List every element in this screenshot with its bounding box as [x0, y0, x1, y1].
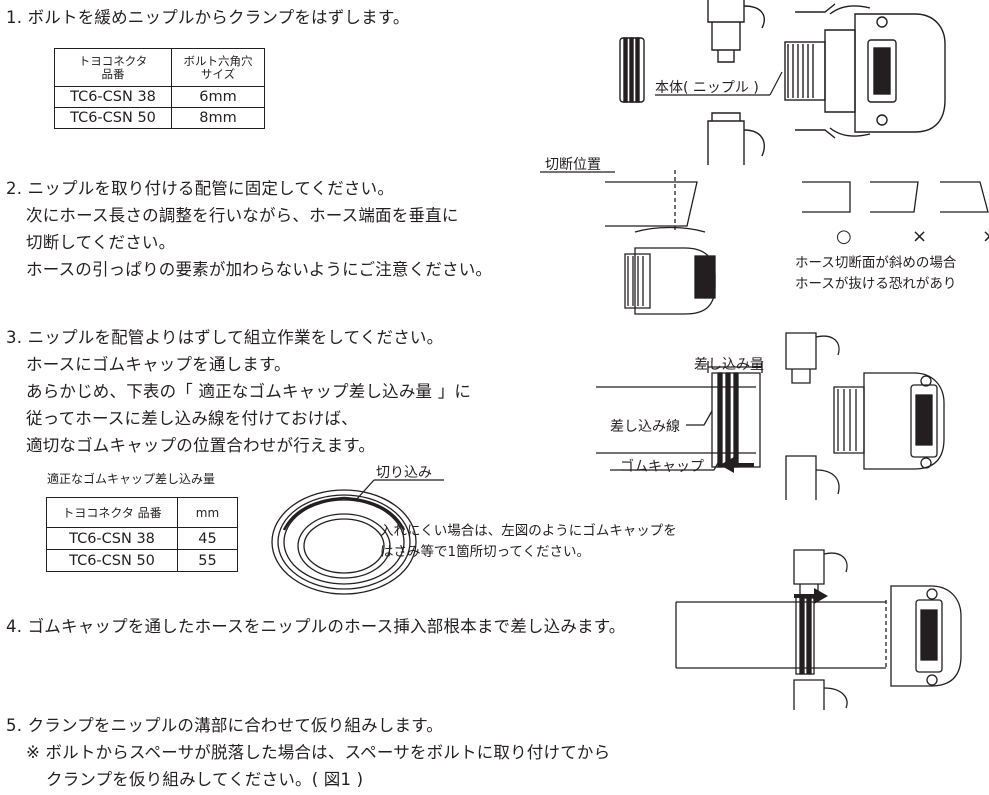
table1-cell: TC6-CSN 50 — [54, 107, 172, 129]
step-2-number: 2. — [6, 179, 23, 198]
step-2-line-1: ニップルを取り付ける配管に固定してください。 — [27, 179, 395, 198]
cut-warning-line-1: ホース切断面が斜めの場合 — [795, 255, 957, 271]
notch-label: 切り込み — [376, 465, 432, 481]
step-2-line-4: ホースの引っぱりの要素が加わらないようにご注意ください。 — [26, 260, 493, 279]
table2-cell: 55 — [177, 549, 238, 572]
step-4: 4. ゴムキャップを通したホースをニップルのホース挿入部根本まで差し込みます。 — [6, 613, 626, 640]
notch-note-line-2: はさみ等で1箇所切ってください。 — [380, 544, 591, 560]
step-3-number: 3. — [6, 328, 23, 347]
table1-cell: 8mm — [171, 107, 265, 129]
step-5-line-2: ※ ボルトからスペーサが脱落した場合は、スペーサをボルトに取り付けてから — [26, 743, 611, 762]
step-4-text: ゴムキャップを通したホースをニップルのホース挿入部根本まで差し込みます。 — [27, 617, 626, 636]
step-3-line-5: 適切なゴムキャップの位置合わせが行えます。 — [26, 436, 376, 455]
step-5-line-3: クランプを仮り組みしてください。( 図1 ) — [46, 770, 364, 789]
table2-cell: 45 — [177, 527, 238, 550]
mark-ok: ○ — [836, 226, 852, 247]
step-3-line-4: 従ってホースに差し込み線を付けておけば、 — [26, 409, 358, 428]
step-3: 3. ニップルを配管よりはずして組立作業をしてください。 ホースにゴムキャップを… — [6, 324, 471, 459]
step-2-line-2: 次にホース長さの調整を行いながら、ホース端面を垂直に — [26, 206, 459, 225]
figure-cut-position — [540, 170, 989, 315]
notch-note: 入れにくい場合は、左図のようにゴムキャップを はさみ等で1箇所切ってください。 — [380, 521, 677, 563]
table1-cell: 6mm — [171, 86, 265, 108]
cut-position-label: 切断位置 — [545, 157, 601, 173]
table2-caption: 適正なゴムキャップ差し込み量 — [47, 472, 216, 486]
step-5-number: 5. — [6, 716, 23, 735]
step-4-number: 4. — [6, 617, 23, 636]
figure-hose-inserted — [675, 549, 962, 710]
table2-cell: TC6-CSN 50 — [46, 549, 178, 572]
step-1-number: 1. — [6, 8, 23, 27]
step-1-text: ボルトを緩めニップルからクランプをはずします。 — [27, 8, 410, 27]
cut-warning-note: ホース切断面が斜めの場合 ホースが抜ける恐れがあり — [795, 253, 956, 295]
step-2: 2. ニップルを取り付ける配管に固定してください。 次にホース長さの調整を行いな… — [6, 175, 492, 283]
table2-cell: TC6-CSN 38 — [46, 527, 178, 550]
rubber-cap-label: ゴムキャップ — [620, 459, 704, 475]
table1-cell: TC6-CSN 38 — [54, 86, 172, 108]
insert-line-label: 差し込み線 — [610, 419, 680, 435]
mark-ng-1: × — [912, 226, 928, 247]
bolt-size-table: トヨコネクタ品番 ボルト六角穴サイズ TC6-CSN 38 6mm TC6-CS… — [54, 48, 265, 129]
table1-header-size: ボルト六角穴サイズ — [171, 48, 265, 87]
step-3-line-3: あらかじめ、下表の「 適正なゴムキャップ差し込み量 」に — [26, 382, 472, 401]
step-1: 1. ボルトを緩めニップルからクランプをはずします。 — [6, 4, 410, 31]
step-3-line-1: ニップルを配管よりはずして組立作業をしてください。 — [27, 328, 444, 347]
insert-amount-label: 差し込み量 — [694, 357, 764, 373]
step-3-line-2: ホースにゴムキャップを通します。 — [26, 355, 291, 374]
table1-header-model: トヨコネクタ品番 — [54, 48, 172, 87]
step-5: 5. クランプをニップルの溝部に合わせて仮り組みします。 ※ ボルトからスペーサ… — [6, 712, 610, 793]
step-5-line-1: クランプをニップルの溝部に合わせて仮り組みします。 — [27, 716, 443, 735]
cut-warning-line-2: ホースが抜ける恐れがあり — [795, 276, 957, 292]
table2-header-mm: mm — [177, 497, 238, 528]
nipple-body-label: 本体( ニップル ) — [655, 80, 759, 96]
insert-amount-table: トヨコネクタ 品番 mm TC6-CSN 38 45 TC6-CSN 50 55 — [46, 497, 238, 572]
figure-rubber-cap-notch — [271, 479, 444, 595]
notch-note-line-1: 入れにくい場合は、左図のようにゴムキャップを — [380, 523, 677, 539]
figure-disassembled-coupling — [619, 0, 946, 165]
step-2-line-3: 切断してください。 — [26, 233, 176, 252]
table2-header-model: トヨコネクタ 品番 — [46, 497, 178, 528]
figure-insertion — [596, 332, 945, 500]
mark-ng-2: × — [982, 226, 989, 247]
